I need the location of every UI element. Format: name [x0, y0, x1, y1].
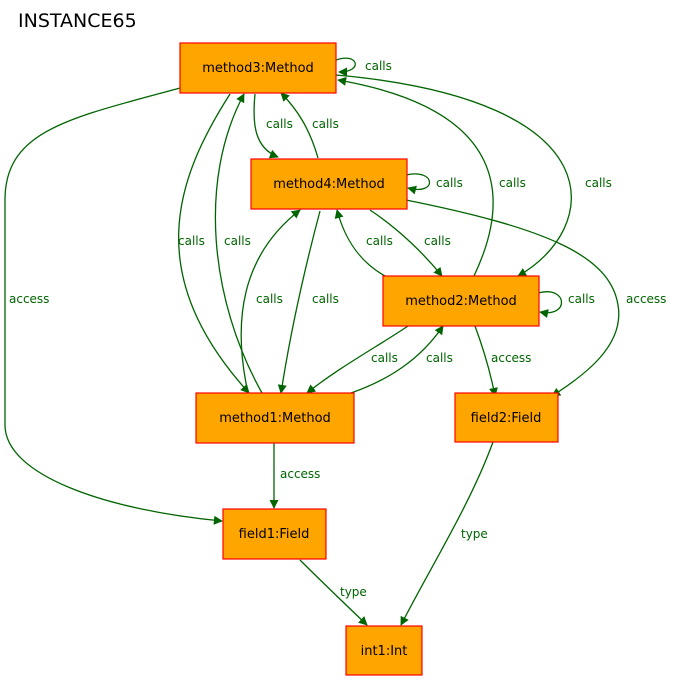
- edge-method4-method2: [369, 209, 443, 277]
- node-label-method1: method1:Method: [219, 411, 331, 426]
- edge-label-method4-method2: calls: [424, 234, 451, 248]
- diagram-title: INSTANCE65: [18, 10, 137, 32]
- node-method1[interactable]: method1:Method: [195, 392, 355, 444]
- edge-method1-method3: [214, 93, 263, 394]
- edge-method3-method4: [253, 93, 279, 159]
- edge-label-method1-method3: calls: [224, 234, 251, 248]
- edge-label-method2-method1: calls: [371, 351, 398, 365]
- edge-label-method1-method2: calls: [426, 351, 453, 365]
- edge-method3-method2: [335, 74, 572, 277]
- edge-method2-method1: [306, 325, 409, 394]
- edge-label-method4-self: calls: [436, 176, 463, 190]
- edge-label-method3-method1: calls: [178, 234, 205, 248]
- edge-method3-method1: [178, 93, 250, 394]
- edge-label-method3-field1: access: [9, 292, 49, 306]
- node-label-field2: field2:Field: [471, 411, 542, 426]
- edge-method2-method3: [337, 76, 494, 277]
- node-int1[interactable]: int1:Int: [345, 625, 423, 676]
- edge-label-method2-self: calls: [568, 292, 595, 306]
- edge-label-method1-field1: access: [280, 467, 320, 481]
- edge-label-method2-method4: calls: [366, 234, 393, 248]
- node-method2[interactable]: method2:Method: [382, 275, 540, 327]
- edge-method4-method3: [280, 92, 319, 159]
- node-label-int1: int1:Int: [361, 644, 408, 659]
- node-field2[interactable]: field2:Field: [454, 392, 559, 443]
- edge-method1-method4: [240, 209, 301, 394]
- node-label-method3: method3:Method: [202, 61, 314, 76]
- edge-method3-field1: [4, 87, 223, 525]
- edge-field2-int1: [400, 441, 494, 626]
- edge-label-method2-method3: calls: [499, 176, 526, 190]
- node-label-field1: field1:Field: [239, 527, 310, 542]
- node-label-method4: method4:Method: [273, 177, 385, 192]
- edge-label-method3-method4: calls: [266, 117, 293, 131]
- edge-label-method4-method1: calls: [312, 292, 339, 306]
- edge-label-field1-int1: type: [340, 585, 367, 599]
- edge-label-method1-method4: calls: [256, 292, 283, 306]
- edge-field1-int1: [299, 559, 368, 626]
- edge-label-method4-method3: calls: [312, 117, 339, 131]
- edge-method3-self: [335, 57, 356, 77]
- edge-method4-field2: [405, 199, 620, 397]
- edge-label-method4-field2: access: [626, 292, 666, 306]
- edge-method4-method1: [277, 210, 321, 394]
- node-method4[interactable]: method4:Method: [250, 158, 408, 210]
- edge-method2-field2: [474, 325, 498, 397]
- edge-label-method3-self: calls: [365, 59, 392, 73]
- edge-method2-self: [537, 291, 563, 318]
- edge-method2-method4: [334, 209, 386, 277]
- node-method3[interactable]: method3:Method: [179, 42, 337, 94]
- edge-label-field2-int1: type: [461, 527, 488, 541]
- edge-method4-self: [405, 173, 431, 195]
- edge-label-method2-field2: access: [491, 351, 531, 365]
- edge-method1-method2: [350, 325, 444, 394]
- node-label-method2: method2:Method: [405, 294, 517, 309]
- node-field1[interactable]: field1:Field: [222, 508, 327, 560]
- edge-label-method3-method2: calls: [585, 176, 612, 190]
